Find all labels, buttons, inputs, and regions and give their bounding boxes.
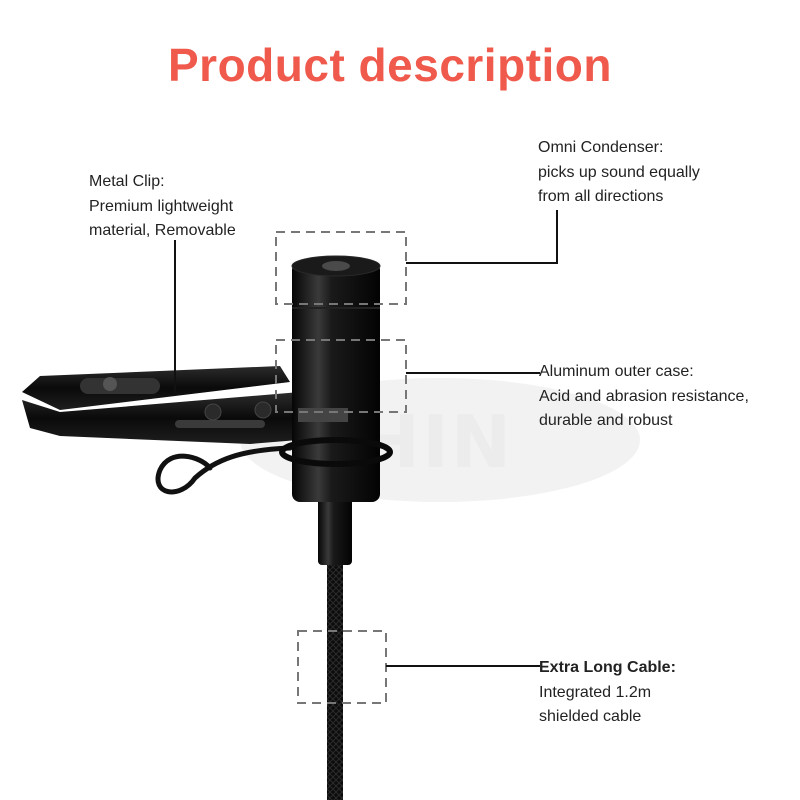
condenser-label-line-3: from all directions	[538, 188, 664, 205]
cable	[318, 495, 352, 800]
case-label-line-3: durable and robust	[539, 412, 673, 429]
microphone-capsule	[279, 255, 393, 502]
cable-ring	[279, 437, 393, 467]
cable-label-line-2: shielded cable	[539, 708, 642, 725]
case-label-line-2: Acid and abrasion resistance,	[539, 387, 749, 405]
metal-clip	[22, 366, 300, 495]
cable-label: Extra Long Cable: Integrated 1.2m shield…	[539, 656, 676, 730]
cable-label-heading: Extra Long Cable:	[539, 659, 676, 676]
callout-condenser	[406, 210, 558, 264]
clip-label: Metal Clip: Premium lightweight material…	[89, 170, 236, 244]
clip-label-line-1: Metal Clip:	[89, 173, 165, 190]
page-title: Product description	[168, 39, 612, 91]
condenser-label-line-2: picks up sound equally	[538, 163, 700, 181]
serial-band	[298, 408, 348, 422]
condenser-label: Omni Condenser: picks up sound equally f…	[538, 136, 700, 210]
case-label: Aluminum outer case: Acid and abrasion r…	[539, 360, 749, 434]
clip-label-line-2: Premium lightweight	[89, 197, 234, 215]
condenser-label-line-1: Omni Condenser:	[538, 139, 664, 156]
dashed-box-case	[275, 339, 407, 413]
case-label-line-1: Aluminum outer case:	[539, 363, 694, 380]
callout-lines	[174, 210, 558, 667]
dashed-box-condenser	[275, 231, 407, 305]
cable-strain-relief	[318, 495, 352, 565]
cable-label-line-1: Integrated 1.2m	[539, 683, 652, 701]
clip-label-line-3: material, Removable	[89, 222, 236, 239]
